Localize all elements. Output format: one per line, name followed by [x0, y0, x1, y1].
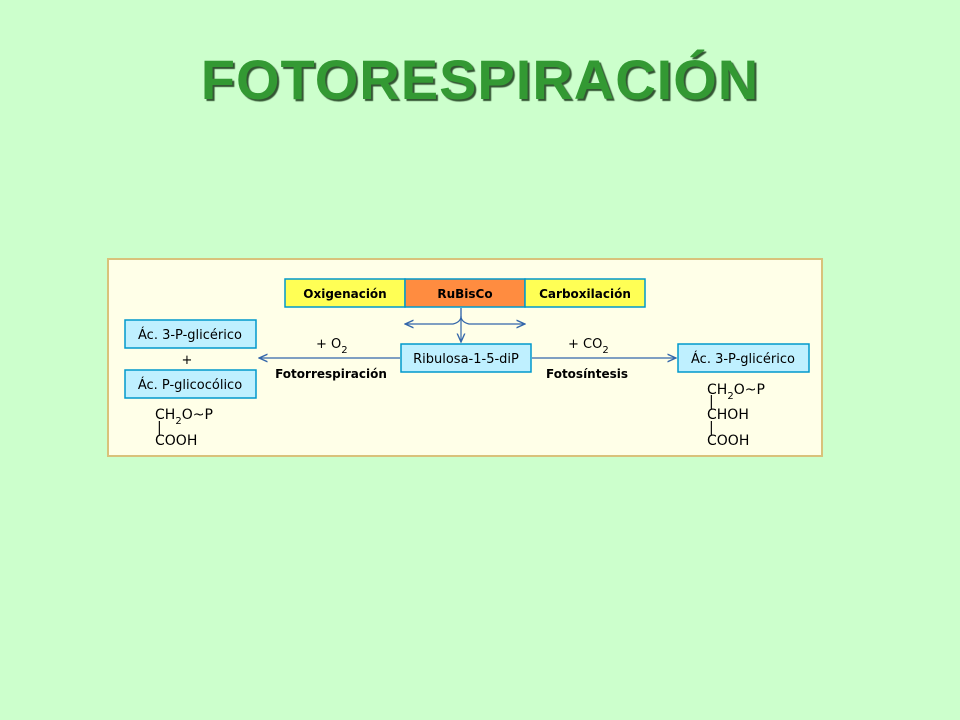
oxygenation-box — [284, 278, 406, 308]
left-formula-line1: CH2O~P — [155, 407, 213, 427]
co2-label: + CO2 — [568, 337, 609, 356]
photorespiration-label: Fotorrespiración — [275, 367, 387, 381]
right-formula-line1: CH2O~P — [707, 382, 765, 402]
substrate-box — [400, 343, 532, 373]
oxygenation-label: Oxigenación — [303, 287, 386, 301]
slide-title: FOTORESPIRACIÓN — [200, 48, 760, 111]
rubisco-label: RuBisCo — [437, 287, 492, 301]
plus-sign: + — [182, 353, 193, 368]
carboxylation-label: Carboxilación — [539, 287, 631, 301]
left-formula-line2: COOH — [155, 433, 197, 449]
right-product-box — [677, 343, 810, 373]
diagram-canvas: Oxigenación RuBisCo Carboxilación Ribulo… — [124, 278, 810, 449]
right-formula-line2: CHOH — [707, 407, 749, 423]
carboxylation-box — [524, 278, 646, 308]
photorespiration-diagram: Oxigenación RuBisCo Carboxilación Ribulo… — [107, 258, 823, 457]
right-formula-line3: COOH — [707, 433, 749, 449]
branch-arrow-left — [405, 308, 462, 324]
branch-arrow-right — [460, 308, 525, 324]
right-product-label: Ác. 3-P-glicérico — [691, 351, 795, 367]
left-product2-label: Ác. P-glicocólico — [138, 377, 242, 393]
photosynthesis-label: Fotosíntesis — [546, 367, 628, 381]
oxygen-label: + O2 — [316, 337, 348, 356]
left-product2-box — [124, 369, 257, 399]
right-formula-bond1: | — [709, 394, 714, 410]
right-formula-bond2: | — [709, 420, 714, 436]
left-formula-bond: | — [157, 420, 162, 436]
substrate-label: Ribulosa-1-5-diP — [413, 352, 519, 367]
left-product1-box — [124, 319, 257, 349]
rubisco-box — [404, 278, 526, 308]
left-product1-label: Ác. 3-P-glicérico — [138, 327, 242, 343]
